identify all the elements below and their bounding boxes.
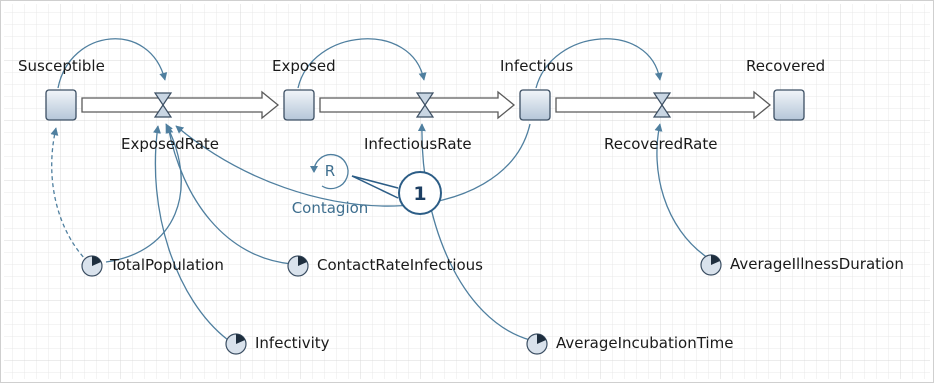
link-susceptible-exposedrate bbox=[57, 38, 168, 89]
parameter-label-infectivity: Infectivity bbox=[255, 334, 330, 352]
loop-polarity: R bbox=[325, 162, 335, 180]
links bbox=[50, 38, 709, 341]
parameter-icon-averageincubationtime[interactable] bbox=[526, 333, 548, 355]
parameter-icon-infectivity[interactable] bbox=[225, 333, 247, 355]
parameter-label-averageillnessduration: AverageIllnessDuration bbox=[730, 255, 904, 273]
link-infectious-recoveredrate bbox=[535, 38, 663, 89]
link-illness-recoveredrate bbox=[654, 123, 709, 259]
valve-recovered-rate[interactable] bbox=[652, 92, 672, 118]
callout-marker[interactable]: 1 bbox=[351, 171, 442, 215]
parameter-icon-averageillnessduration[interactable] bbox=[700, 254, 722, 276]
link-infectivity-exposedrate bbox=[153, 125, 229, 341]
contagion-loop-indicator[interactable]: R Contagion bbox=[292, 153, 369, 217]
stock-label-recovered: Recovered bbox=[746, 57, 825, 75]
stock-label-infectious: Infectious bbox=[500, 57, 573, 75]
flow-pipe-susceptible-exposed bbox=[81, 90, 280, 120]
link-totalpopulation-exposedrate bbox=[105, 123, 182, 263]
parameter-icon-totalpopulation[interactable] bbox=[81, 255, 103, 277]
stock-recovered[interactable] bbox=[773, 89, 805, 121]
stock-label-exposed: Exposed bbox=[272, 57, 336, 75]
stock-infectious[interactable] bbox=[519, 89, 551, 121]
flow-label-recoveredrate: RecoveredRate bbox=[604, 135, 718, 153]
valve-infectious-rate[interactable] bbox=[415, 92, 435, 118]
stock-exposed[interactable] bbox=[283, 89, 315, 121]
flow-label-infectiousrate: InfectiousRate bbox=[364, 135, 472, 153]
stock-label-susceptible: Susceptible bbox=[18, 57, 105, 75]
parameter-icon-contactrateinfectious[interactable] bbox=[287, 255, 309, 277]
link-exposed-infectiousrate bbox=[297, 38, 427, 89]
stock-susceptible[interactable] bbox=[45, 89, 77, 121]
flow-pipe-infectious-recovered bbox=[555, 90, 772, 120]
parameter-label-contactrateinfectious: ContactRateInfectious bbox=[317, 256, 483, 274]
link-incubation-infectiousrate bbox=[417, 123, 531, 341]
parameter-label-averageincubationtime: AverageIncubationTime bbox=[556, 334, 733, 352]
flow-pipe-exposed-infectious bbox=[319, 90, 516, 120]
link-infectious-exposedrate bbox=[175, 123, 531, 207]
callout-number: 1 bbox=[413, 183, 426, 205]
valve-exposed-rate[interactable] bbox=[153, 92, 173, 118]
link-totalpopulation-susceptible bbox=[50, 127, 89, 263]
loop-name: Contagion bbox=[292, 199, 369, 217]
parameter-label-totalpopulation: TotalPopulation bbox=[109, 256, 224, 274]
flow-label-exposedrate: ExposedRate bbox=[121, 135, 219, 153]
link-contactrate-exposedrate bbox=[165, 125, 293, 265]
